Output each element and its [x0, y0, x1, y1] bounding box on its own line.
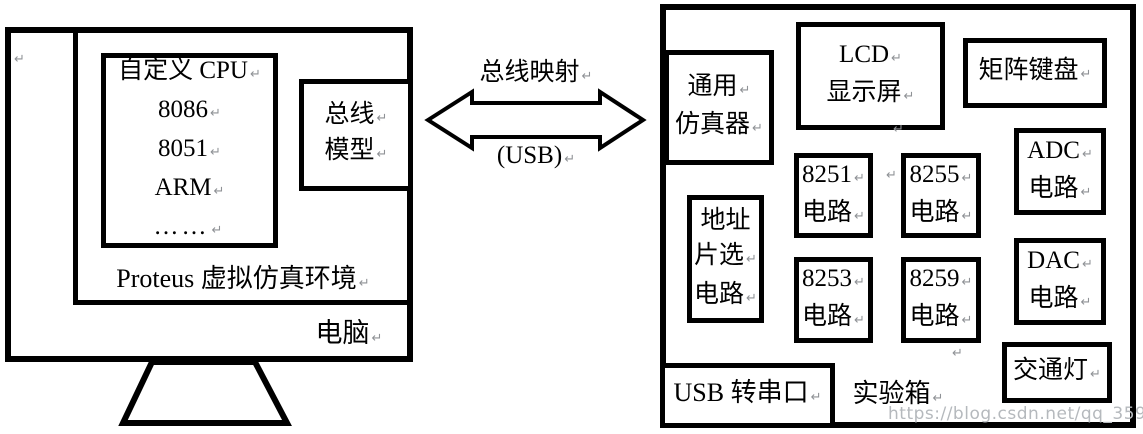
return-mark: ↵: [886, 168, 897, 183]
circuit-8251-box: 8251↵ 电路↵: [794, 153, 873, 238]
return-mark: ↵: [210, 106, 221, 121]
return-mark: ↵: [961, 170, 973, 186]
address-chip-select-box: 地址 片选↵ 电路↵: [687, 195, 764, 323]
return-mark: ↵: [581, 69, 593, 84]
experiment-box-label: 实验箱↵: [852, 379, 944, 408]
return-mark: ↵: [854, 170, 865, 186]
return-mark: ↵: [903, 89, 915, 104]
return-mark: ↵: [961, 313, 973, 328]
cpu-item-8086: 8086↵: [158, 96, 221, 123]
proteus-environment-label: Proteus 虚拟仿真环境↵: [116, 264, 370, 293]
return-mark: ↵: [854, 313, 865, 328]
custom-cpu-box: 自定义 CPU↵ 8086↵ 8051↵ ARM↵ ……↵: [101, 53, 278, 248]
circuit-8253-box: 8253↵ 电路↵: [794, 257, 873, 343]
traffic-light-box: 交通灯↵: [1002, 342, 1112, 403]
csdn-watermark: https://blog.csdn.net/qq_35936123: [888, 404, 1143, 424]
return-mark: ↵: [746, 290, 757, 306]
general-emulator-box: 通用↵ 仿真器↵: [664, 50, 774, 165]
return-mark: ↵: [854, 275, 865, 290]
usb-label: (USB)↵: [496, 142, 576, 169]
return-mark: ↵: [893, 122, 904, 137]
experiment-outer-box: [660, 4, 1136, 428]
usb-serial-box: USB 转串口↵: [660, 363, 835, 428]
return-mark: ↵: [210, 145, 221, 160]
return-mark: ↵: [854, 208, 865, 224]
return-mark: ↵: [961, 208, 973, 224]
return-mark: ↵: [1080, 184, 1092, 200]
return-mark: ↵: [739, 82, 751, 98]
return-mark: ↵: [891, 51, 902, 66]
bus-mapping-label: 总线映射↵: [479, 59, 593, 86]
cpu-item-arm: ARM↵: [154, 174, 225, 201]
dac-circuit-box: DAC↵ 电路↵: [1014, 238, 1106, 325]
lcd-display-box: LCD↵ 显示屏↵: [796, 22, 945, 130]
return-mark: ↵: [952, 346, 963, 361]
return-mark: ↵: [211, 223, 226, 238]
return-mark: ↵: [1081, 146, 1093, 162]
return-mark: ↵: [1080, 67, 1092, 82]
bus-model-box: 总线↵ 模型↵: [299, 79, 413, 191]
return-mark: ↵: [376, 147, 388, 162]
cpu-item-8051: 8051↵: [158, 135, 221, 162]
return-mark: ↵: [752, 120, 763, 136]
adc-circuit-box: ADC↵ 电路↵: [1014, 128, 1106, 215]
bus-mapping-arrow: [424, 88, 647, 152]
return-mark: ↵: [1080, 294, 1092, 310]
computer-label: 电脑↵: [315, 318, 383, 348]
return-mark: ↵: [932, 391, 944, 406]
monitor-stand: [118, 359, 292, 426]
return-mark: ↵: [249, 67, 261, 82]
return-mark: ↵: [376, 111, 388, 126]
cpu-box-title: 自定义 CPU↵: [118, 57, 261, 84]
circuit-8255-box: 8255↵ 电路↵: [901, 153, 981, 238]
return-mark: ↵: [1081, 256, 1093, 272]
cpu-item-ellipsis: ……↵: [153, 213, 226, 240]
return-mark: ↵: [810, 390, 822, 405]
matrix-keyboard-box: 矩阵键盘↵: [963, 38, 1107, 108]
return-mark: ↵: [14, 52, 25, 67]
return-mark: ↵: [1090, 366, 1101, 382]
circuit-8259-box: 8259↵ 电路↵: [901, 257, 981, 343]
return-mark: ↵: [213, 184, 225, 199]
return-mark: ↵: [961, 275, 973, 290]
return-mark: ↵: [746, 251, 757, 267]
return-mark: ↵: [371, 331, 383, 346]
return-mark: ↵: [358, 276, 370, 291]
return-mark: ↵: [564, 152, 576, 167]
